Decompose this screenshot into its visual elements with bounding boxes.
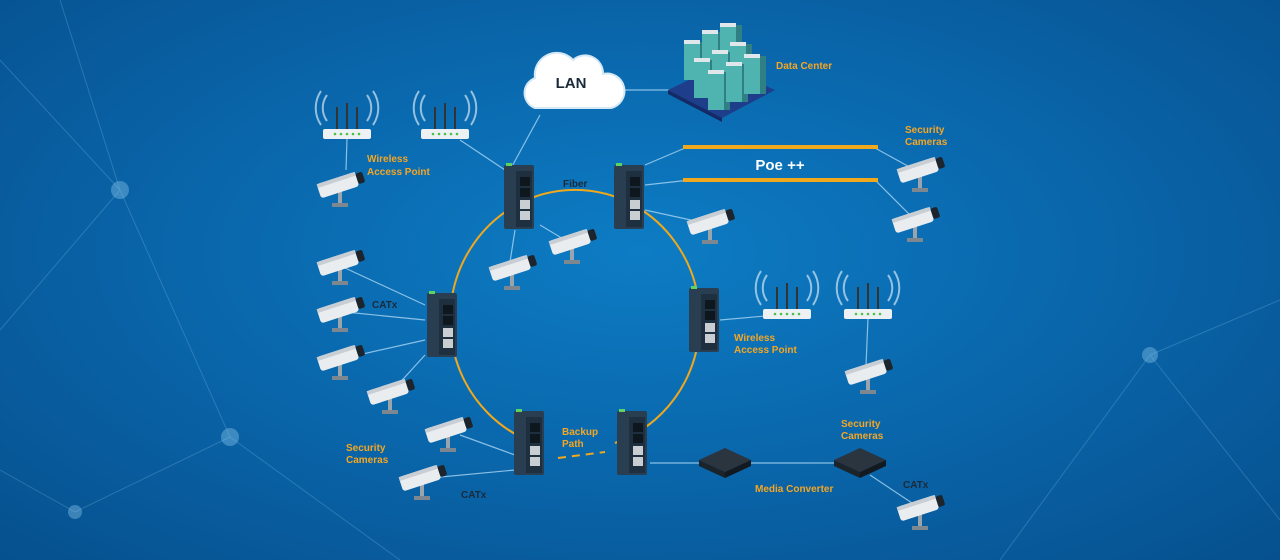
camera-icon bbox=[686, 206, 736, 244]
industrial-switch-icon bbox=[514, 409, 544, 475]
wireless-access-point-icon bbox=[754, 270, 820, 320]
lan-label: LAN bbox=[556, 75, 587, 92]
camera-icon bbox=[896, 154, 946, 192]
camera-icon bbox=[844, 356, 894, 394]
cams-bottom-right-label-1: Security bbox=[841, 419, 881, 430]
camera-icon bbox=[891, 204, 941, 242]
wap-left-label-1: Wireless bbox=[367, 154, 408, 165]
wireless-access-point-icon bbox=[314, 90, 380, 140]
catx-bottom-right-label: CATx bbox=[903, 480, 929, 491]
media-converter-icon bbox=[699, 448, 751, 478]
wap-left-label-2: Access Point bbox=[367, 167, 430, 178]
wap-right-label-1: Wireless bbox=[734, 333, 775, 344]
industrial-switch-icon bbox=[614, 163, 644, 229]
industrial-switch-icon bbox=[689, 286, 719, 352]
industrial-switch-icon bbox=[504, 163, 534, 229]
fiber-label: Fiber bbox=[563, 179, 588, 190]
catx-bottom-label: CATx bbox=[461, 490, 487, 501]
cams-top-right-label-1: Security bbox=[905, 125, 945, 136]
fiber-ring bbox=[449, 188, 701, 444]
cams-bottom-right-label-2: Cameras bbox=[841, 431, 884, 442]
wap-right-label-2: Access Point bbox=[734, 345, 797, 356]
industrial-switch-icon bbox=[617, 409, 647, 475]
cams-bottom-left-label-2: Cameras bbox=[346, 455, 389, 466]
camera-icon bbox=[316, 169, 366, 207]
camera-icon bbox=[424, 414, 474, 452]
poe-bar-top bbox=[683, 145, 878, 149]
camera-icon bbox=[366, 376, 416, 414]
wireless-access-point-icon bbox=[835, 270, 901, 320]
poe-label: Poe ++ bbox=[755, 157, 804, 174]
media-converter-label: Media Converter bbox=[755, 484, 833, 495]
poe-bar-bottom bbox=[683, 178, 878, 182]
lan-cloud: LAN bbox=[523, 51, 626, 109]
media-converter-icon bbox=[834, 448, 886, 478]
connection-lines bbox=[344, 89, 916, 506]
data-center-label: Data Center bbox=[776, 61, 832, 72]
cams-bottom-left-label-1: Security bbox=[346, 443, 386, 454]
backup-path-label-1: Backup bbox=[562, 427, 598, 438]
catx-left-label: CATx bbox=[372, 300, 398, 311]
camera-icon bbox=[398, 462, 448, 500]
industrial-switch-icon bbox=[427, 291, 457, 357]
data-center-icon bbox=[668, 23, 775, 122]
camera-icon bbox=[548, 226, 598, 264]
camera-icon bbox=[316, 247, 366, 285]
wireless-access-point-icon bbox=[412, 90, 478, 140]
camera-icon bbox=[488, 252, 538, 290]
backup-path-line bbox=[557, 451, 606, 459]
cams-top-right-label-2: Cameras bbox=[905, 137, 948, 148]
backup-path-label-2: Path bbox=[562, 439, 584, 450]
camera-icon bbox=[316, 342, 366, 380]
